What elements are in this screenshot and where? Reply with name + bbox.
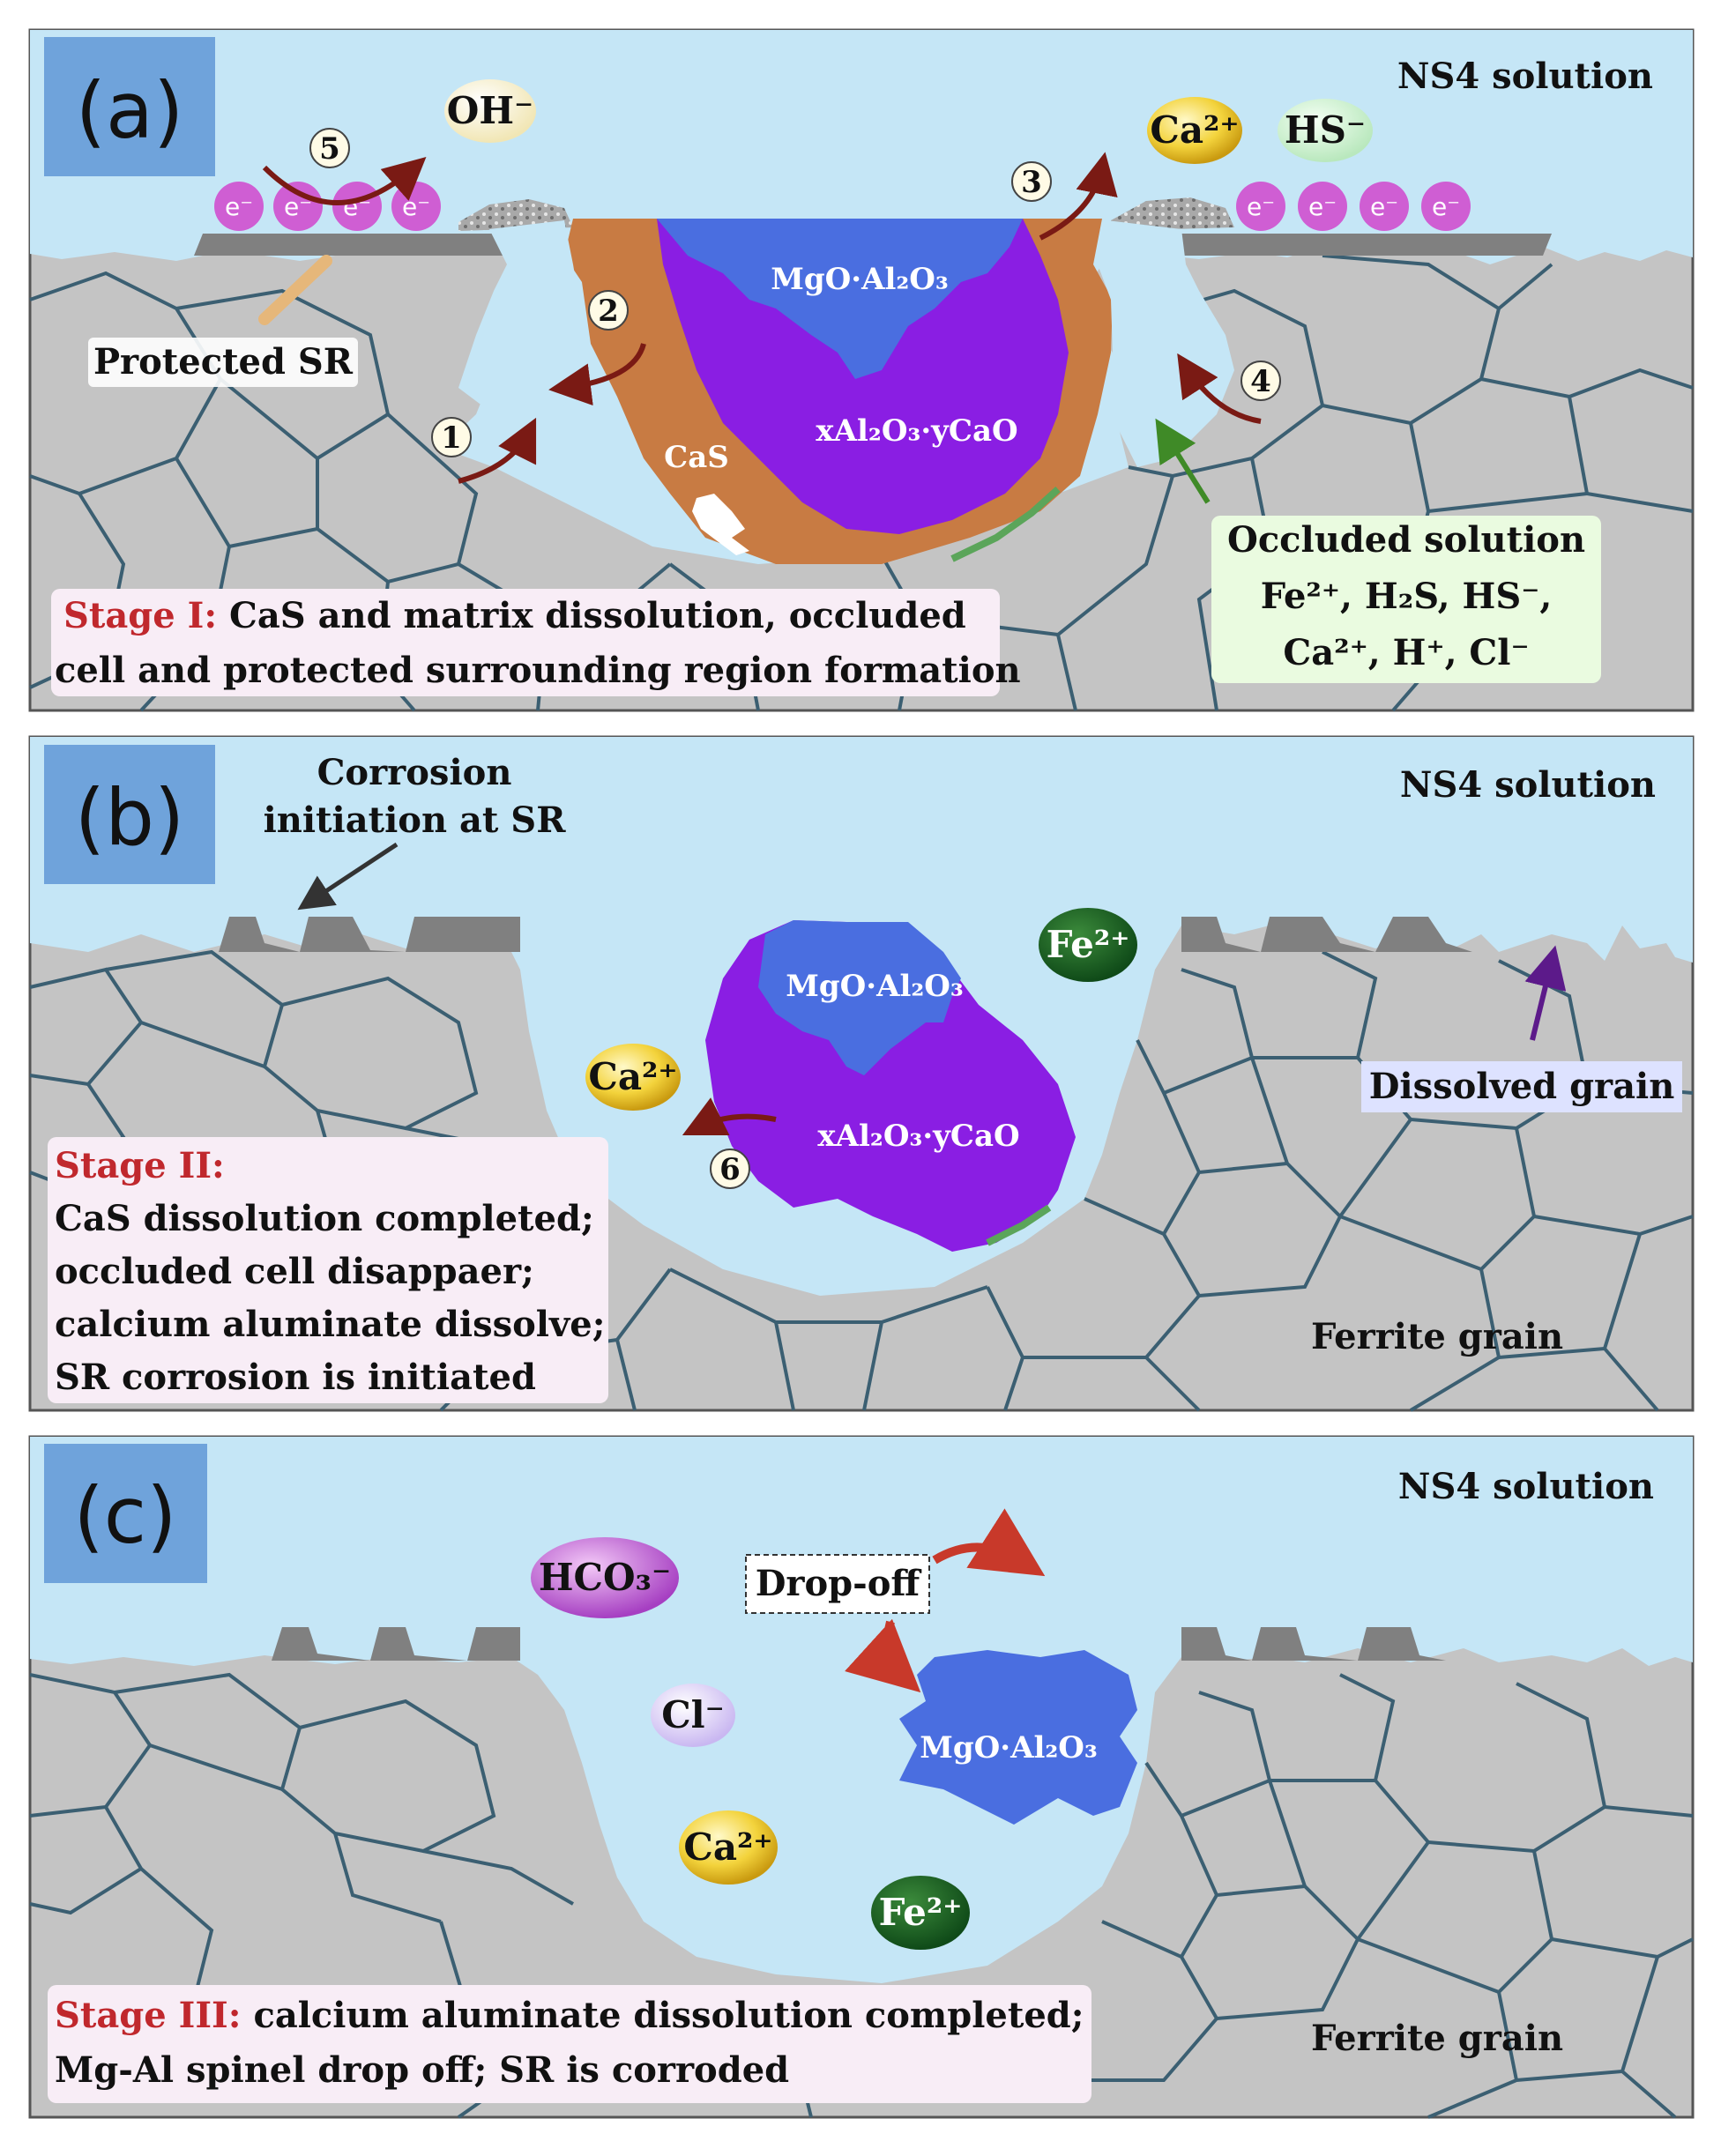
svg-text:5: 5 <box>319 131 340 167</box>
stage-iii-box <box>48 1985 1091 2103</box>
hco3-ion <box>531 1537 679 1618</box>
panel-b-solution-label: NS4 solution <box>1400 764 1656 806</box>
spinel-c <box>899 1650 1137 1825</box>
svg-text:HCO₃⁻: HCO₃⁻ <box>539 1556 671 1599</box>
svg-text:Ca²⁺, H⁺, Cl⁻: Ca²⁺, H⁺, Cl⁻ <box>1283 632 1529 673</box>
fe-ion-b <box>1039 908 1137 982</box>
electrons-right: e⁻ e⁻ e⁻ e⁻ <box>1236 182 1471 231</box>
svg-text:2: 2 <box>598 294 619 329</box>
svg-text:e⁻: e⁻ <box>1432 192 1460 221</box>
ferrite-grain-label-c: Ferrite grain <box>1311 2018 1563 2059</box>
protected-sr-marker <box>258 255 332 325</box>
stage-ii-line1: CaS dissolution completed; <box>55 1198 594 1239</box>
spinel-label-b: MgO·Al₂O₃ <box>786 969 964 1004</box>
stage-i-line1: Stage I: CaS and matrix dissolution, occ… <box>63 595 966 636</box>
stage-ii-box <box>48 1137 608 1403</box>
panel-b-tag: (b) <box>75 772 185 863</box>
panel-c-tag-box <box>44 1444 207 1583</box>
grain-boundaries-c <box>29 1672 1694 2119</box>
panel-a-tag: (a) <box>76 65 184 156</box>
stage-iii-line2: Mg-Al spinel drop off; SR is corroded <box>55 2049 789 2091</box>
ferrite-grain-label-b: Ferrite grain <box>1311 1316 1563 1357</box>
svg-text:OH⁻: OH⁻ <box>447 89 533 132</box>
drop-off-label: Drop-off <box>756 1563 922 1604</box>
solution-region-c <box>30 1437 1693 1983</box>
occluded-solution-box <box>1211 516 1601 683</box>
stage-i-box <box>51 589 1000 696</box>
svg-text:Cl⁻: Cl⁻ <box>661 1693 725 1736</box>
panel-a: e⁻ e⁻ e⁻ e⁻ e⁻ e⁻ e⁻ e⁻ (a) NS4 solution… <box>28 28 1695 712</box>
panel-c-tag: (c) <box>73 1470 176 1561</box>
svg-text:Ca²⁺: Ca²⁺ <box>588 1055 677 1098</box>
protected-sr-label: Protected SR <box>93 341 354 383</box>
corrosion-initiation-line1: Corrosion <box>317 752 512 793</box>
stage-ii-line3: calcium aluminate dissolve; <box>55 1304 605 1345</box>
svg-text:e⁻: e⁻ <box>1308 192 1337 221</box>
spinel <box>657 219 1023 379</box>
arrow-6 <box>682 1097 777 1136</box>
stage-ii-head: Stage II: <box>55 1145 225 1186</box>
svg-text:Fe²⁺: Fe²⁺ <box>1047 923 1130 966</box>
cas-label: CaS <box>664 440 729 475</box>
reaction-arrows-a <box>262 152 1262 484</box>
dissolved-grain-arrow <box>1524 945 1567 1041</box>
corrosion-initiation-arrow <box>297 842 399 911</box>
panel-c-solution-label: NS4 solution <box>1398 1466 1654 1507</box>
svg-text:HS⁻: HS⁻ <box>1285 108 1366 152</box>
oh-ion <box>444 79 536 143</box>
ca-ion-c <box>679 1810 778 1885</box>
svg-text:Fe²⁺, H₂S, HS⁻,: Fe²⁺, H₂S, HS⁻, <box>1261 576 1553 617</box>
dissolved-grain-label: Dissolved grain <box>1369 1066 1675 1107</box>
svg-text:e⁻: e⁻ <box>1247 192 1275 221</box>
step-markers-a: 5 2 3 4 1 <box>309 128 1281 457</box>
hs-ion <box>1278 99 1373 162</box>
svg-text:Fe²⁺: Fe²⁺ <box>879 1891 963 1934</box>
calcium-aluminate-label-b: xAl₂O₃·yCaO <box>817 1119 1019 1154</box>
svg-text:e⁻: e⁻ <box>1370 192 1398 221</box>
spinel-label-a: MgO·Al₂O₃ <box>771 262 949 297</box>
drop-off-arrow-up <box>932 1508 1046 1577</box>
svg-text:6: 6 <box>719 1152 741 1187</box>
svg-text:3: 3 <box>1021 165 1042 200</box>
stage-i-line2: cell and protected surrounding region fo… <box>55 650 1021 691</box>
panel-c: (c) NS4 solution HCO₃⁻ Drop-off Cl⁻ MgO·… <box>28 1435 1695 2119</box>
ca-ion-b <box>585 1044 681 1111</box>
svg-text:Ca²⁺: Ca²⁺ <box>1150 108 1239 152</box>
stage-iii-line1: Stage III: calcium aluminate dissolution… <box>55 1995 1084 2036</box>
calcium-aluminate-label-a: xAl₂O₃·yCaO <box>816 413 1017 449</box>
cl-ion <box>651 1684 735 1747</box>
corrosion-initiation-line2: initiation at SR <box>264 799 567 841</box>
panel-b-tag-box <box>44 745 215 884</box>
dissolved-grain-box <box>1361 1061 1682 1112</box>
ca-ion-a <box>1147 97 1242 164</box>
green-arrow <box>1155 418 1211 504</box>
step-6-marker <box>710 1149 750 1189</box>
svg-text:Ca²⁺: Ca²⁺ <box>683 1825 772 1869</box>
panel-a-solution-label: NS4 solution <box>1397 56 1653 97</box>
svg-text:e⁻: e⁻ <box>402 192 430 221</box>
svg-text:4: 4 <box>1250 364 1271 399</box>
drop-off-arrow-down <box>845 1618 921 1693</box>
svg-text:Occluded solution: Occluded solution <box>1227 519 1585 561</box>
spinel-label-c: MgO·Al₂O₃ <box>920 1730 1098 1766</box>
panel-a-tag-box <box>44 37 215 176</box>
svg-text:e⁻: e⁻ <box>225 192 253 221</box>
fe-ion-c <box>871 1876 970 1950</box>
spinel-b <box>758 920 961 1075</box>
panel-b: (b) NS4 solution Corrosion initiation at… <box>28 735 1695 1412</box>
svg-text:1: 1 <box>441 420 462 456</box>
stage-ii-line2: occluded cell disappaer; <box>55 1251 534 1292</box>
stage-ii-line4: SR corrosion is initiated <box>55 1357 536 1398</box>
drop-off-box <box>745 1554 930 1614</box>
